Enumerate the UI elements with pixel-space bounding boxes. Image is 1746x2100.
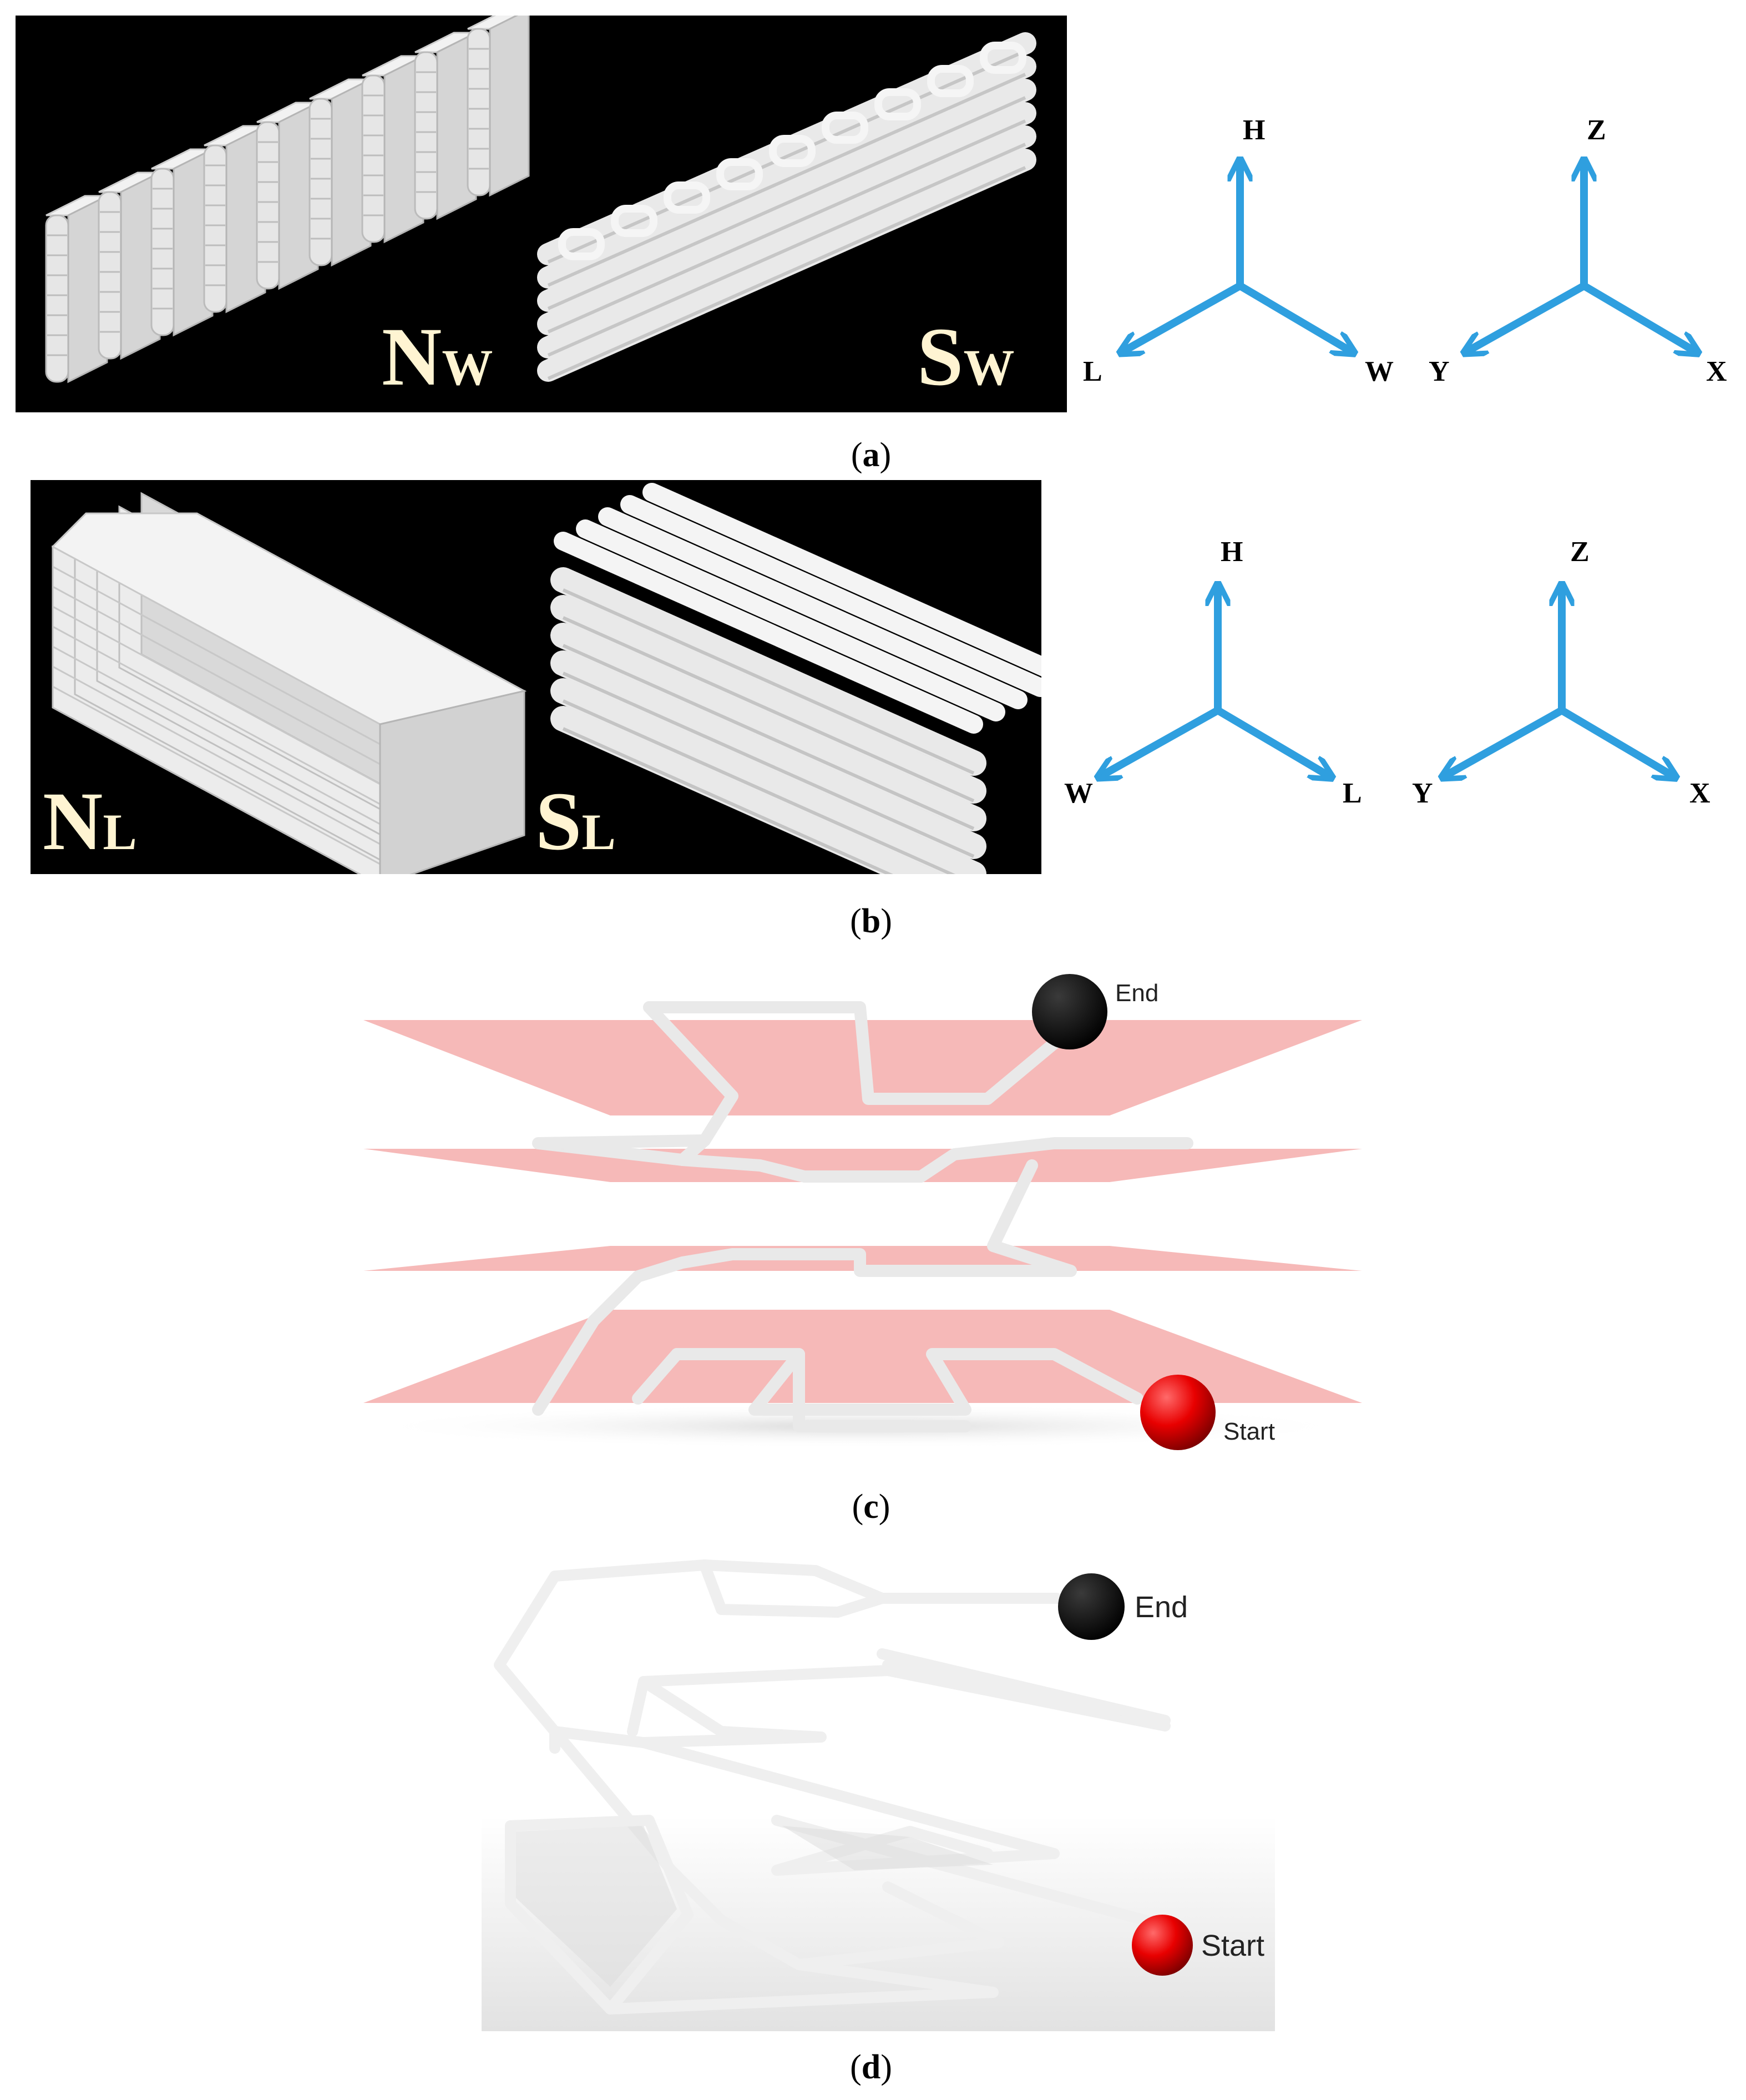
nw-slab — [414, 31, 477, 220]
sw-tube-row — [537, 55, 1036, 289]
nl-block — [51, 492, 527, 874]
sw-tube-row — [537, 79, 1036, 312]
sl-tube — [550, 595, 986, 804]
sl-tube — [550, 706, 943, 874]
caption-d: (d) — [850, 2048, 892, 2086]
axis-a2-right: X — [1706, 356, 1727, 387]
start-marker-c — [1140, 1375, 1216, 1450]
nl-label: NL — [43, 775, 137, 867]
sl-top-tube — [554, 532, 983, 734]
axis-a2-left: Y — [1429, 356, 1450, 387]
nw-slab — [45, 194, 108, 383]
axis-a1-right: W — [1365, 356, 1394, 387]
sl-top-tube — [620, 495, 1041, 697]
nw-slab — [256, 101, 319, 290]
sw-loop — [769, 135, 816, 167]
axis-b2-left: Y — [1412, 778, 1433, 809]
start-label-c: Start — [1223, 1418, 1275, 1445]
sw-loop — [611, 205, 657, 237]
nw-slab — [98, 171, 161, 360]
sl-tube — [550, 650, 986, 859]
caption-a: (a) — [851, 436, 892, 474]
nw-label: NW — [382, 311, 493, 403]
panel-a-render: NW SW — [16, 16, 1067, 412]
axis-a1-up: H — [1243, 114, 1266, 146]
start-marker-d — [1132, 1915, 1193, 1976]
axis-b2-right: X — [1689, 778, 1710, 809]
nw-slab — [203, 124, 266, 314]
axis-b1-right: L — [1343, 778, 1362, 809]
sw-loop — [558, 228, 605, 260]
axis-b1-left: W — [1064, 778, 1093, 809]
panel-a-blocks — [45, 16, 1036, 383]
sw-block — [537, 32, 1036, 382]
sw-loop — [822, 112, 868, 144]
sw-loop — [874, 88, 921, 120]
sl-tube — [550, 678, 986, 874]
toolpath-d — [494, 1559, 1171, 2015]
sl-tube — [550, 567, 986, 776]
end-marker-d — [1058, 1573, 1125, 1640]
sw-tube-row — [537, 125, 1036, 359]
start-label-d: Start — [1201, 1929, 1265, 1962]
axis-a2-up: Z — [1587, 114, 1606, 146]
end-label-c: End — [1115, 980, 1159, 1007]
nw-slab — [361, 54, 424, 244]
sl-top-tube — [576, 519, 1005, 721]
axis-b1-up: H — [1221, 536, 1243, 568]
panel-b-render: NL SL — [31, 480, 1041, 874]
sw-tube-row — [537, 32, 1036, 265]
nw-slab — [308, 78, 372, 267]
sl-top-tube — [598, 507, 1028, 709]
sw-tube-row — [537, 102, 1036, 335]
sl-label: SL — [535, 775, 616, 867]
end-label-d: End — [1135, 1591, 1188, 1624]
sw-loop — [927, 65, 974, 97]
nw-slab — [467, 16, 530, 197]
caption-b: (b) — [850, 902, 892, 940]
sw-label: SW — [917, 311, 1015, 403]
panel-b-blocks — [51, 483, 1041, 874]
sl-block — [550, 483, 1041, 874]
sw-tube-row — [537, 149, 1036, 382]
axis-b2-up: Z — [1570, 536, 1590, 568]
axis-a1-left: L — [1083, 356, 1102, 387]
nw-block — [45, 16, 530, 383]
sw-loop — [980, 42, 1026, 74]
toolpath-c — [532, 1001, 1193, 1432]
sl-top-tube — [642, 483, 1041, 677]
caption-c: (c) — [852, 1488, 890, 1526]
sw-loop — [664, 181, 710, 214]
sw-loop — [716, 158, 763, 190]
nw-slab — [150, 148, 214, 337]
end-marker-c — [1032, 974, 1107, 1049]
sl-tube — [550, 623, 986, 831]
